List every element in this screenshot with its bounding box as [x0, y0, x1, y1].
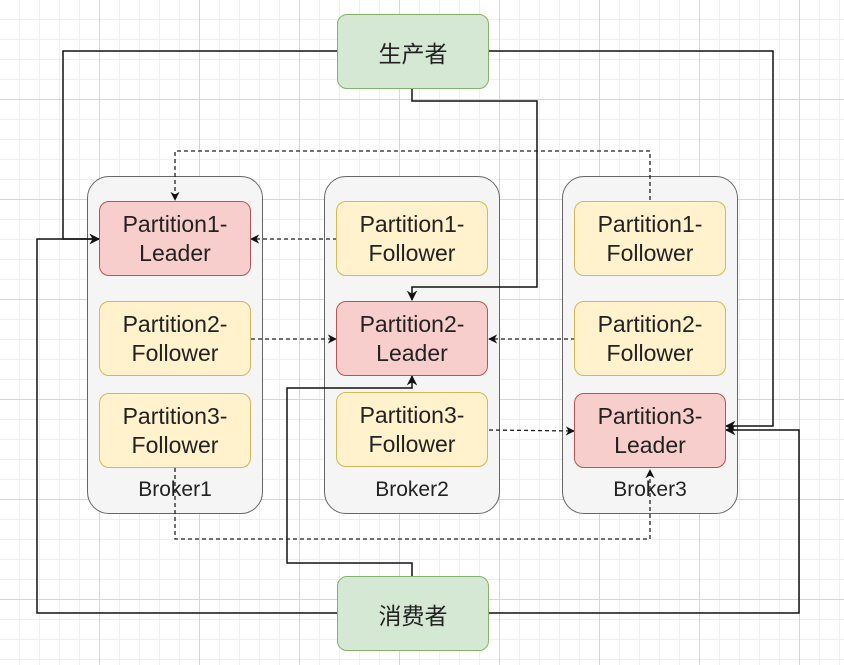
broker-3-partition-3-name: Partition3- [597, 402, 703, 429]
consumer-to-p2-leader-line [286, 374, 418, 576]
consumer-label: 消费者 [378, 602, 448, 629]
broker-1-partition-2-role: Follower [131, 339, 219, 366]
broker-3-partition-2-role: Follower [606, 339, 694, 366]
broker-1-partition-3-node: Partition3- Follower [99, 393, 251, 468]
broker-2-partition-2-role: Leader [376, 339, 448, 366]
consumer-to-p3-leader-line [487, 424, 800, 614]
broker-3-partition-2-node: Partition2- Follower [574, 301, 726, 376]
replica-b1p3-to-b3p3-line [174, 468, 655, 540]
producer-label: 生产者 [378, 40, 448, 67]
broker-3-partition-3-role: Leader [614, 431, 686, 458]
broker-2-partition-3-node: Partition3- Follower [336, 392, 488, 467]
broker-3-partition-1-name: Partition1- [597, 210, 703, 237]
broker-3-partition-1-node: Partition1- Follower [574, 201, 726, 276]
broker-1-partition-1-node: Partition1- Leader [99, 201, 251, 276]
broker-2-partition-3-name: Partition3- [359, 401, 465, 428]
producer-to-p3-leader-line [487, 50, 774, 432]
broker-1-partition-3-name: Partition3- [122, 402, 228, 429]
consumer-to-p1-leader-line [36, 233, 337, 614]
broker-2-partition-1-name: Partition1- [359, 210, 465, 237]
broker-3-partition-3-node: Partition3- Leader [574, 393, 726, 468]
replica-b3p1-to-b1p1-line [170, 150, 651, 201]
broker-1-partition-1-name: Partition1- [122, 210, 228, 237]
broker-1-partition-1-role: Leader [139, 239, 211, 266]
broker-2-partition-1-node: Partition1- Follower [336, 201, 488, 276]
broker-2-partition-3-role: Follower [368, 430, 456, 457]
broker-2-label: Broker2 [375, 478, 449, 501]
producer-node: 生产者 [337, 14, 489, 89]
broker-3-partition-1-role: Follower [606, 239, 694, 266]
broker-2-partition-2-name: Partition2- [359, 310, 465, 337]
broker-2-partition-2-node: Partition2- Leader [336, 301, 488, 376]
consumer-node: 消费者 [337, 576, 489, 651]
broker-1-partition-2-name: Partition2- [122, 310, 228, 337]
broker-1-partition-2-node: Partition2- Follower [99, 301, 251, 376]
broker-1-partition-3-role: Follower [131, 431, 219, 458]
producer-to-p2-leader-line [406, 89, 538, 302]
replica-b2p3-to-b3p3-line [488, 426, 575, 436]
broker-3-partition-2-name: Partition2- [597, 310, 703, 337]
broker-2-partition-1-role: Follower [368, 239, 456, 266]
